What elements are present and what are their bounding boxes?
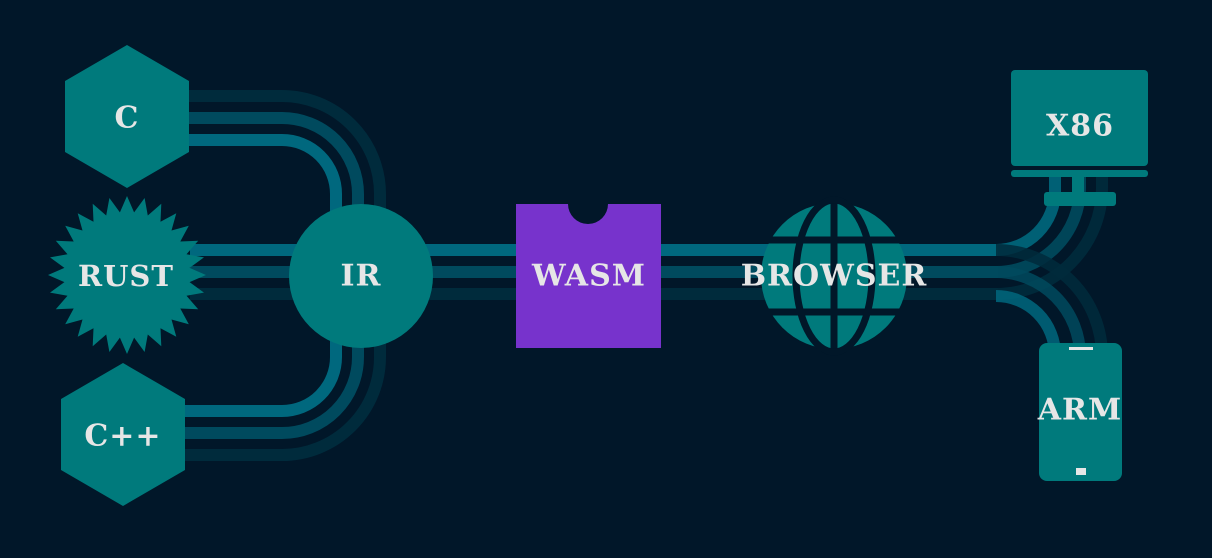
node-cpp: C++ <box>61 363 185 506</box>
node-x86-label: X86 <box>1046 109 1114 144</box>
globe-icon <box>758 196 910 356</box>
node-wasm-label: WASM <box>531 259 646 294</box>
node-cpp-label: C++ <box>84 419 161 454</box>
node-ir-label: IR <box>341 259 382 294</box>
edge-cpp-ir-bright <box>180 310 342 417</box>
circle-shape <box>289 204 433 348</box>
edge-browser-arm-dark <box>995 244 1108 357</box>
edge-browser-arm-mid <box>995 266 1086 357</box>
edge-c-ir-dark <box>185 90 386 240</box>
edge-cpp-ir-mid <box>180 310 364 439</box>
phone-icon <box>1039 343 1122 481</box>
node-c: C <box>65 45 189 188</box>
edge-cpp-ir-dark <box>180 310 386 461</box>
node-rust-label: RUST <box>78 259 174 293</box>
hexagon-shape <box>65 45 189 188</box>
node-browser-label: BROWSER <box>741 259 928 294</box>
node-browser: BROWSER <box>741 196 928 356</box>
starburst-shape <box>48 196 206 354</box>
wasm-logo-shape <box>516 204 661 348</box>
node-arm-label: ARM <box>1037 393 1122 428</box>
node-x86: X86 <box>1011 70 1148 206</box>
node-arm: ARM <box>1037 343 1122 481</box>
node-ir: IR <box>289 204 433 348</box>
node-c-label: C <box>115 101 140 136</box>
hexagon-shape <box>61 363 185 506</box>
edge-c-ir-bright <box>185 134 342 240</box>
node-rust: RUST <box>48 196 206 354</box>
edge-c-ir-mid <box>185 112 364 240</box>
node-wasm: WASM <box>516 204 661 348</box>
monitor-icon <box>1011 70 1148 206</box>
